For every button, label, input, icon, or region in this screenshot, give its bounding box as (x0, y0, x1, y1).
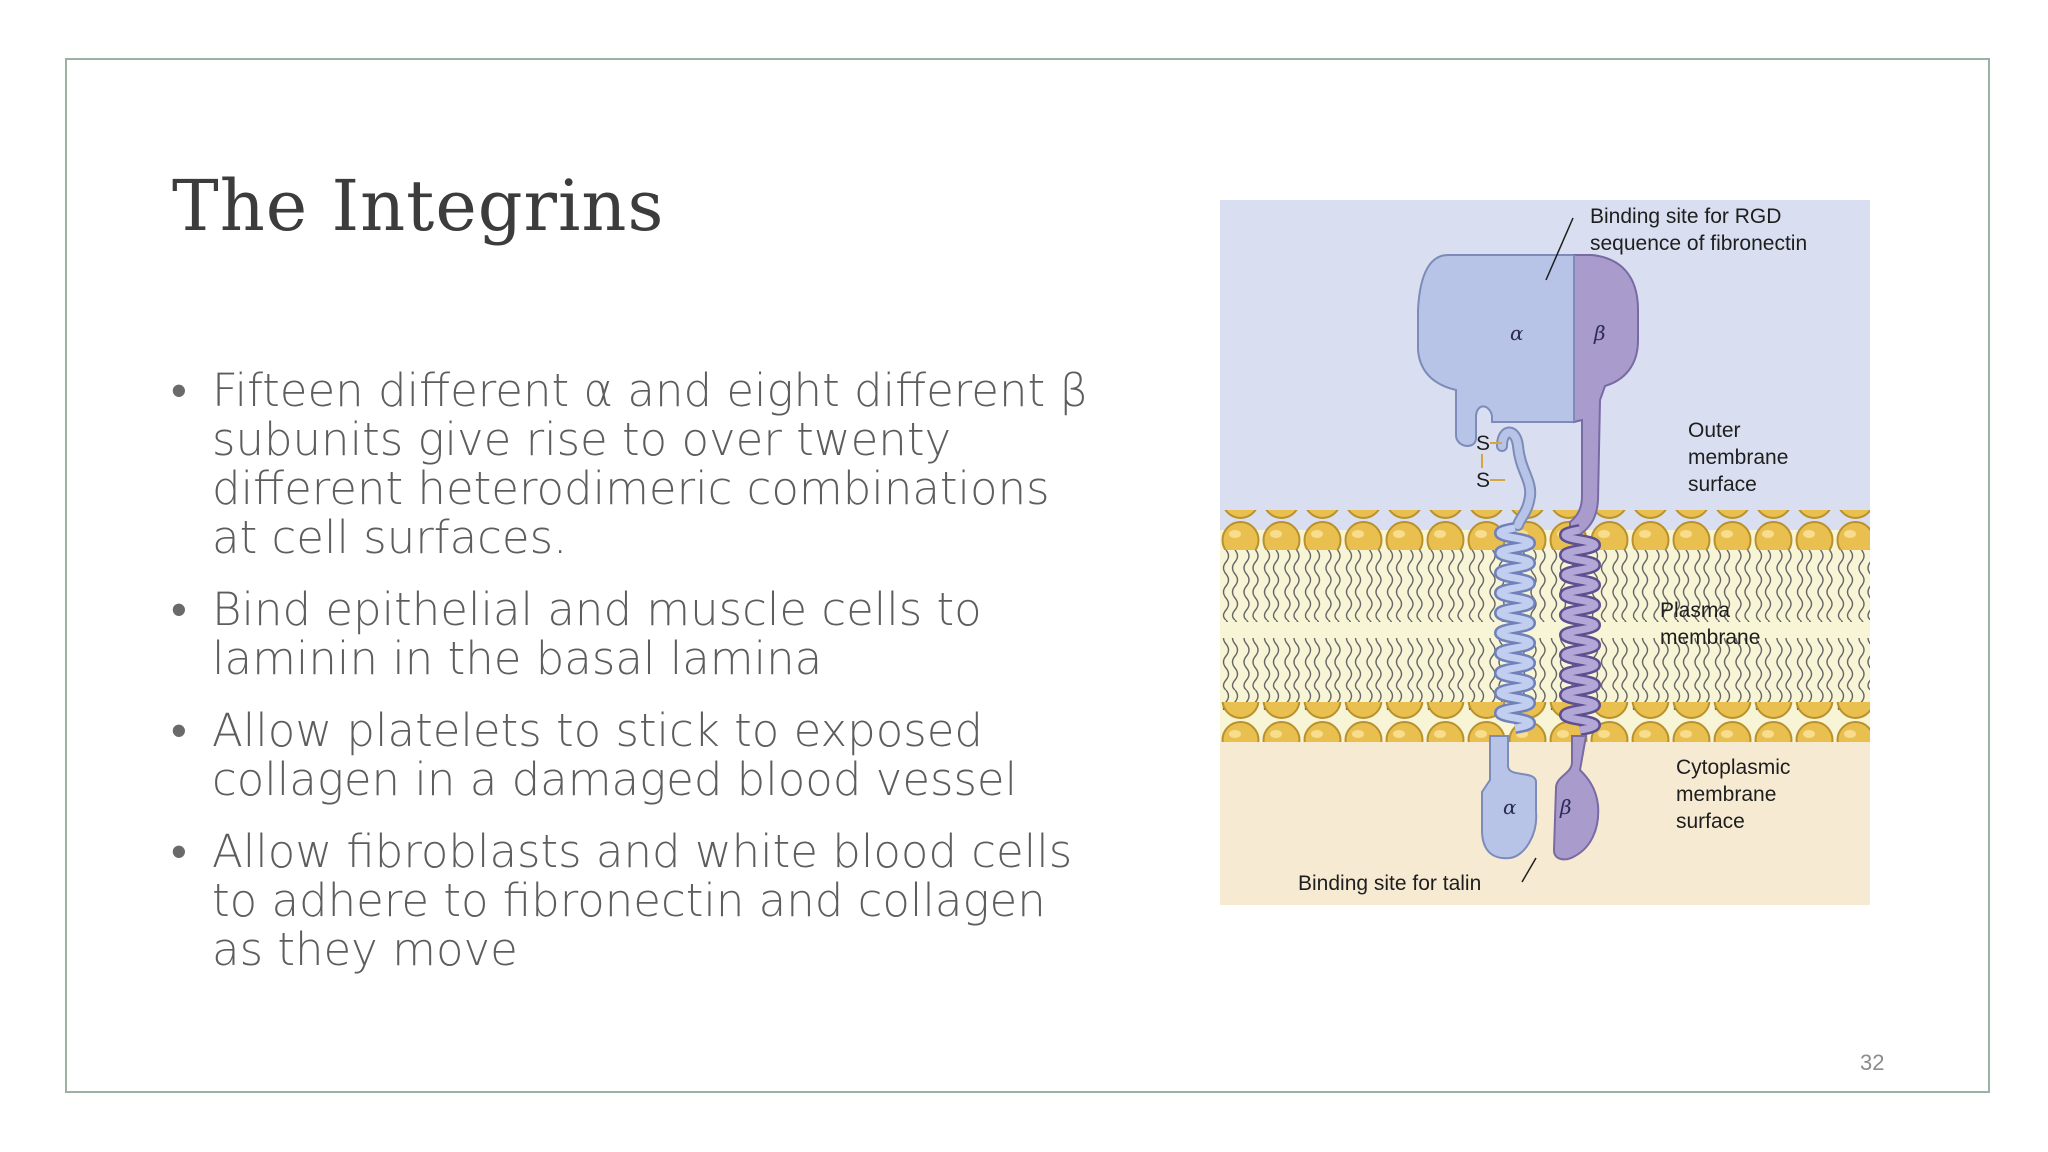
cytoplasm-region (1220, 742, 1870, 905)
bullet-item: • Fifteen different α and eight differen… (168, 366, 1108, 562)
lipid-heads-upper (1220, 510, 1870, 550)
alpha-helix (1494, 522, 1536, 734)
alpha-label-tail: α (1503, 795, 1517, 819)
talin-leader (1521, 857, 1537, 883)
cyto-label-2: membrane (1676, 783, 1776, 806)
bullet-dot: • (171, 825, 187, 878)
outer-label-3: surface (1688, 473, 1757, 496)
bullet-dot: • (171, 364, 187, 417)
bullet-text: Fifteen different α and eight different … (212, 364, 1089, 564)
cyto-label-1: Cytoplasmic (1676, 756, 1790, 779)
bullet-text: Allow platelets to stick to exposed coll… (212, 704, 1018, 806)
bullet-item: • Bind epithelial and muscle cells to la… (168, 585, 1108, 683)
cyto-label-3: surface (1676, 810, 1745, 833)
talin-label: Binding site for talin (1298, 872, 1481, 895)
integrin-figure: S S α β α β Binding site for RGD sequenc… (1220, 200, 1870, 905)
alpha-tail (1481, 735, 1538, 860)
lipid-heads-lower (1220, 702, 1870, 742)
beta-tail (1552, 735, 1600, 861)
slide-title: The Integrins (172, 165, 665, 247)
outer-label-2: membrane (1688, 446, 1788, 469)
rgd-label-line2: sequence of fibronectin (1590, 232, 1807, 255)
bullet-text: Allow fibroblasts and white blood cells … (212, 825, 1073, 976)
lipid-tails-lower (1220, 638, 1870, 710)
rgd-label-line1: Binding site for RGD (1590, 205, 1781, 228)
beta-helix (1559, 524, 1601, 736)
bullet-list: • Fifteen different α and eight differen… (168, 366, 1108, 997)
bullet-text: Bind epithelial and muscle cells to lami… (212, 583, 982, 685)
alpha-head (1417, 254, 1575, 447)
sulfur-label-top: S (1476, 432, 1490, 455)
beta-label-tail: β (1559, 795, 1572, 819)
plasma-label-2: membrane (1660, 626, 1760, 649)
sulfur-label-bottom: S (1476, 469, 1490, 492)
outer-label-1: Outer (1688, 419, 1741, 442)
bullet-item: • Allow fibroblasts and white blood cell… (168, 827, 1108, 974)
page-number: 32 (1860, 1050, 1885, 1075)
bullet-item: • Allow platelets to stick to exposed co… (168, 706, 1108, 804)
bullet-dot: • (171, 704, 187, 757)
alpha-label-head: α (1510, 321, 1524, 345)
lipid-tails-upper (1220, 550, 1870, 622)
integrin-diagram: S S α β α β Binding site for RGD sequenc… (1220, 200, 1870, 905)
beta-head (1569, 254, 1639, 542)
rgd-leader (1545, 217, 1574, 281)
bullet-dot: • (171, 583, 187, 636)
plasma-label-1: Plasma (1660, 599, 1730, 622)
beta-label-head: β (1593, 321, 1606, 345)
